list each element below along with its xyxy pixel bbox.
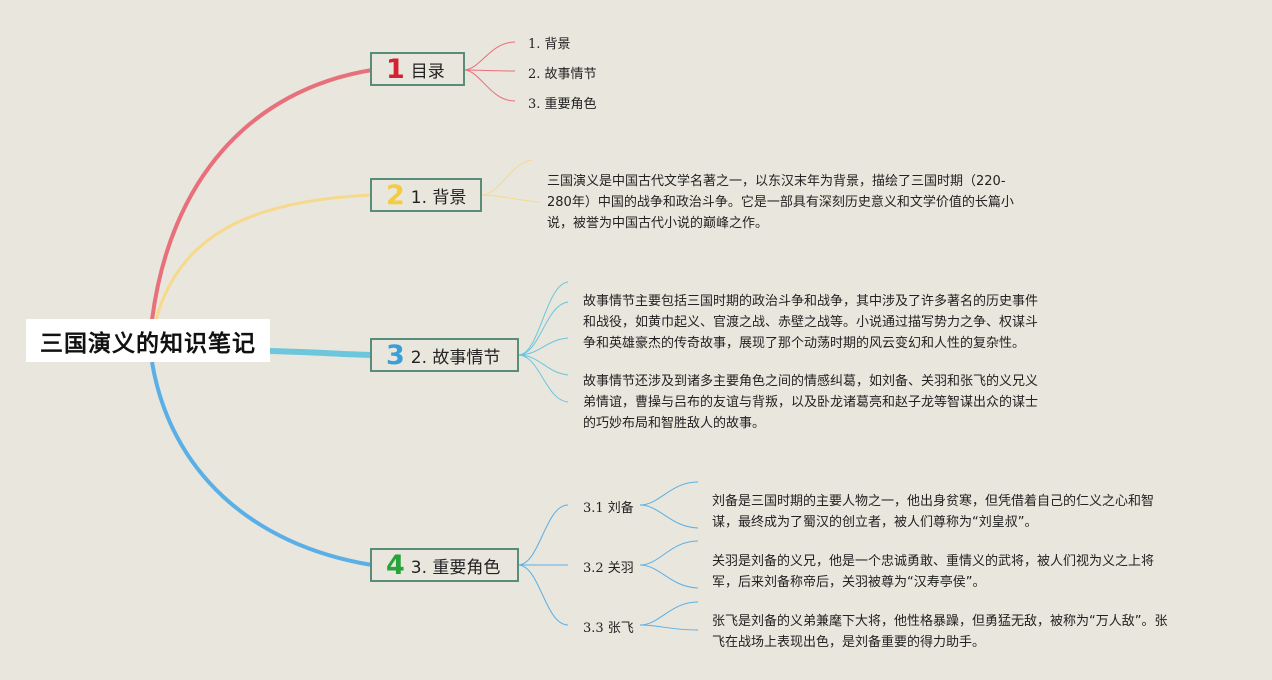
connector-plot <box>269 348 373 358</box>
text-line: 和战役，如黄巾起义、官渡之战、赤壁之战等。小说通过描写势力之争、权谋斗 <box>583 315 1039 330</box>
text-line: 关羽是刘备的义兄，他是一个忠诚勇敢、重情义的武将，被人们视为义之上将 <box>712 554 1155 569</box>
branch-label: 2. 故事情节 <box>410 347 501 368</box>
text-line: 军，后来刘备称帝后，关羽被尊为“汉寿亭侯”。 <box>712 575 986 590</box>
branch-label: 3. 重要角色 <box>410 557 501 578</box>
plot-text-2: 故事情节还涉及到诸多主要角色之间的情感纠葛，如刘备、关羽和张飞的义兄义 弟情谊，… <box>583 371 1038 434</box>
text-line: 三国演义是中国古代文学名著之一，以东汉末年为背景，描绘了三国时期（220- <box>547 174 1006 189</box>
text-line: 弟情谊，曹操与吕布的友谊与背叛，以及卧龙诸葛亮和赵子龙等智谋出众的谋士 <box>583 395 1039 410</box>
text-line: 争和英雄豪杰的传奇故事，展现了那个动荡时期的风云变幻和人性的复杂性。 <box>583 336 1026 351</box>
text-line: 谋，最终成为了蜀汉的创立者，被人们尊称为“刘皇叔”。 <box>712 515 1038 530</box>
root-title: 三国演义的知识笔记 <box>40 330 256 357</box>
background-text: 三国演义是中国古代文学名著之一，以东汉末年为背景，描绘了三国时期（220- 28… <box>547 171 1014 234</box>
plot-text-1: 故事情节主要包括三国时期的政治斗争和战争，其中涉及了许多著名的历史事件 和战役，… <box>583 291 1038 354</box>
branch-number-4: 4 <box>386 549 405 581</box>
text-line: 说，被誉为中国古代小说的巅峰之作。 <box>547 216 769 231</box>
branch-toc[interactable]: 1 目录 <box>370 52 465 86</box>
connector-characters <box>150 361 373 567</box>
toc-item[interactable]: 3. 重要角色 <box>528 97 597 112</box>
character-label-liubei[interactable]: 3.1 刘备 <box>583 501 634 516</box>
branch-label: 目录 <box>410 61 445 82</box>
branch-number-2: 2 <box>386 179 405 211</box>
branch-characters[interactable]: 4 3. 重要角色 <box>370 548 519 582</box>
text-line: 故事情节主要包括三国时期的政治斗争和战争，其中涉及了许多著名的历史事件 <box>583 294 1039 309</box>
text-line: 故事情节还涉及到诸多主要角色之间的情感纠葛，如刘备、关羽和张飞的义兄义 <box>583 374 1039 389</box>
character-label-guanyu[interactable]: 3.2 关羽 <box>583 561 634 576</box>
root-node[interactable]: 三国演义的知识笔记 <box>26 319 270 362</box>
text-line: 的巧妙布局和智胜敌人的故事。 <box>583 416 766 431</box>
branch-label: 1. 背景 <box>410 187 467 208</box>
text-line: 刘备是三国时期的主要人物之一，他出身贫寒，但凭借着自己的仁义之心和智 <box>712 494 1155 509</box>
character-text-guanyu: 关羽是刘备的义兄，他是一个忠诚勇敢、重情义的武将，被人们视为义之上将 军，后来刘… <box>712 551 1154 593</box>
text-line: 飞在战场上表现出色，是刘备重要的得力助手。 <box>712 635 986 650</box>
character-text-liubei: 刘备是三国时期的主要人物之一，他出身贫寒，但凭借着自己的仁义之心和智 谋，最终成… <box>712 491 1154 533</box>
branch-number-3: 3 <box>386 339 405 371</box>
branch-number-1: 1 <box>386 53 405 85</box>
toc-item[interactable]: 1. 背景 <box>528 37 571 52</box>
branch-background[interactable]: 2 1. 背景 <box>370 178 482 212</box>
text-line: 张飞是刘备的义弟兼麾下大将，他性格暴躁，但勇猛无敌，被称为“万人敌”。张 <box>712 614 1168 629</box>
character-text-zhangfei: 张飞是刘备的义弟兼麾下大将，他性格暴躁，但勇猛无敌，被称为“万人敌”。张 飞在战… <box>712 611 1167 653</box>
branch-plot[interactable]: 3 2. 故事情节 <box>370 338 519 372</box>
text-line: 280年）中国的战争和政治斗争。它是一部具有深刻历史意义和文学价值的长篇小 <box>547 195 1014 210</box>
connector-background <box>154 193 373 321</box>
connector-toc <box>150 68 373 321</box>
toc-item[interactable]: 2. 故事情节 <box>528 67 597 82</box>
character-label-zhangfei[interactable]: 3.3 张飞 <box>583 621 634 636</box>
